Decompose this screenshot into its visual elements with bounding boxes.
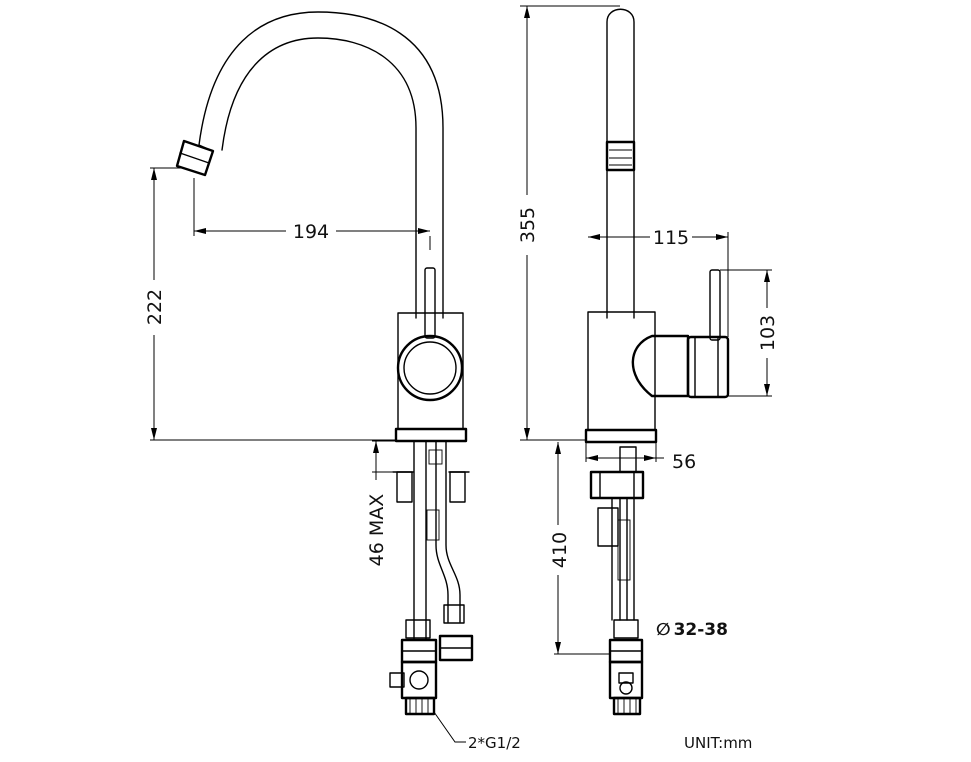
dim-label-194: 194	[293, 221, 329, 243]
side-body	[587, 311, 656, 431]
connection-label: 2*G1/2	[468, 734, 521, 752]
side-view	[584, 8, 730, 716]
dim-label-115: 115	[653, 227, 689, 249]
front-view	[175, 11, 474, 716]
hole-diameter-value: 32-38	[674, 620, 728, 640]
dimension-lines	[150, 5, 772, 743]
dim-label-222: 222	[144, 289, 166, 325]
side-spout	[606, 8, 635, 319]
front-knob-outer	[396, 334, 464, 402]
front-spout-outer	[198, 11, 444, 319]
dim-label-410: 410	[549, 532, 571, 568]
front-spout-inner	[221, 37, 417, 319]
front-hose-left	[413, 440, 427, 641]
dim-label-56: 56	[672, 451, 696, 473]
side-handle-neck	[631, 334, 690, 398]
front-body	[397, 312, 464, 430]
side-base	[584, 428, 658, 444]
front-base	[394, 427, 468, 443]
hole-diameter-label: ∅32-38	[656, 620, 728, 640]
front-hose-right	[435, 440, 461, 623]
front-aerator	[175, 139, 215, 177]
dimension-labels: 194 222 355 115 103 56 46 MAX 410 ∅32-38…	[144, 207, 779, 752]
diameter-symbol: ∅	[656, 620, 671, 640]
front-knob-inner	[403, 341, 457, 395]
dim-label-355: 355	[517, 207, 539, 243]
side-lever	[709, 269, 721, 341]
dim-label-103: 103	[757, 315, 779, 351]
side-handle-cylinder	[686, 335, 730, 399]
front-lever	[424, 267, 436, 339]
dim-label-46-max: 46 MAX	[366, 494, 388, 567]
unit-label: UNIT:mm	[684, 734, 752, 752]
side-aerator	[605, 140, 636, 172]
